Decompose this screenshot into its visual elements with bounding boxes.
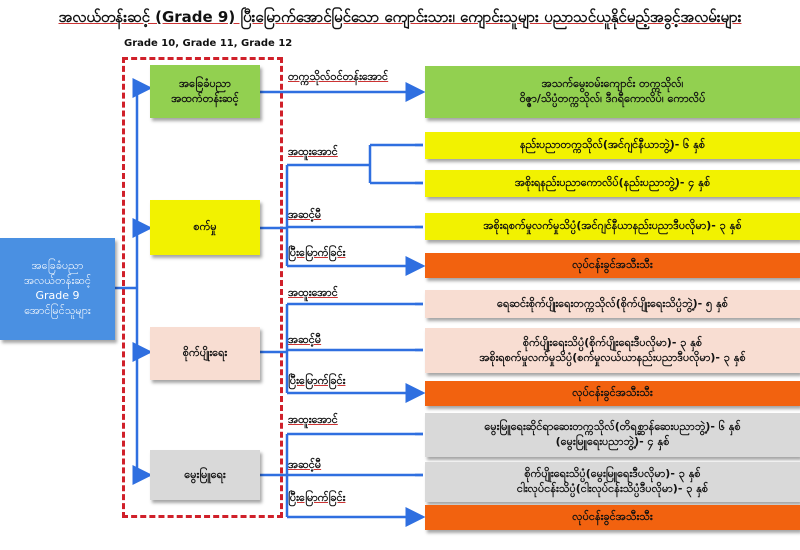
source-line: အလယ်တန်းဆင့် <box>23 274 92 288</box>
source-line: အောင်မြင်သူများ <box>24 303 91 317</box>
livestock-branch <box>260 432 423 519</box>
label-pass: အဆင့်မီ <box>288 333 322 346</box>
outcome-line: (မွေးမြူရေးပညာဘွဲ့)- ၄ နှစ် <box>555 435 670 448</box>
industry-branch <box>260 143 423 268</box>
agriculture-box: စိုက်ပျိုးရေး <box>150 327 260 380</box>
label-pass: အဆင့်မီ <box>288 208 322 221</box>
outcome-universities: အသက်မွေးဝမ်းကျောင်း တက္ကသိုလ်၊ဝိဇ္ဇာ/သိပ… <box>425 66 800 118</box>
outcome-tech-college: အစိုးရနည်းပညာကောလိပ်(နည်းပညာဘွဲ့)- ၄ နှစ… <box>425 170 800 197</box>
outcome-line: အစိုးရစက်မှုလက်မှုသိပ္ပံ(စက်မှုလယ်ယာနည်း… <box>479 350 746 364</box>
outcome-jobs: လုပ်ငန်းခွင်အသီးသီး <box>425 253 800 278</box>
agriculture-branch <box>260 302 423 395</box>
outcome-jobs: လုပ်ငန်းခွင်အသီးသီး <box>425 381 800 406</box>
label-matriculation: တက္ကသိုလ်ဝင်တန်းအောင် <box>288 70 389 83</box>
label-distinction: အထူးအောင် <box>288 286 338 299</box>
outcome-agri-university: ရေဆင်းစိုက်ပျိုးရေးတက္ကသိုလ်(စိုက်ပျိုးရ… <box>425 290 800 318</box>
basic-upper-secondary-box: အခြေခံပညာအထက်တန်းဆင့် <box>150 65 260 118</box>
outcome-vet-university: မွေးမြူရေးဆိုင်ရာဆေးတက္ကသိုလ်(တိရစ္ဆာန်ဆ… <box>425 413 800 457</box>
label-complete: ပြီးမြောက်ခြင်း <box>288 246 346 259</box>
label-distinction: အထူးအောင် <box>288 413 338 426</box>
outcome-line: မွေးမြူရေးဆိုင်ရာဆေးတက္ကသိုလ်(တိရစ္ဆာန်ဆ… <box>484 420 741 434</box>
outcome-livestock-institutes: စိုက်ပျိုးရေးသိပ္ပံ(မွေးမြူရေးဒီပလိုမာ)-… <box>425 462 800 502</box>
outcome-agri-institutes: စိုက်ပျိုးရေးသိပ္ပံ(စိုက်ပျိုးရေးဒီပလိုမ… <box>425 328 800 373</box>
outcome-tech-institute: အစိုးရစက်မှုလက်မှုသိပ္ပံ(အင်ဂျင်နီယာနည်း… <box>425 213 800 240</box>
industry-box: စက်မှု <box>150 200 260 255</box>
outcome-jobs: လုပ်ငန်းခွင်အသီးသီး <box>425 505 800 530</box>
outcome-line: အသက်မွေးဝမ်းကျောင်း တက္ကသိုလ်၊ <box>541 77 684 91</box>
source-line: အခြေခံပညာ <box>31 259 84 273</box>
label-pass: အဆင့်မီ <box>288 458 322 471</box>
outcome-line: စိုက်ပျိုးရေးသိပ္ပံ(စိုက်ပျိုးရေးဒီပလိုမ… <box>522 335 703 349</box>
page-title: အလယ်တန်းဆင့် (Grade 9) ပြီးမြောက်အောင်မြ… <box>58 8 742 26</box>
outcome-tech-university: နည်းပညာတက္ကသိုလ်(အင်ဂျင်နီယာဘွဲ့)- ၆ နှစ… <box>425 132 800 159</box>
label-complete: ပြီးမြောက်ခြင်း <box>288 491 346 504</box>
box-line: အခြေခံပညာ <box>179 76 231 90</box>
source-line: Grade 9 <box>35 289 80 302</box>
outcome-line: ငါးလုပ်ငန်းသိပ္ပံ(ငါးလုပ်ငန်းသိပ္ပံဒီပလိ… <box>516 482 709 495</box>
label-distinction: အထူးအောင် <box>288 145 338 158</box>
grades-label: Grade 10, Grade 11, Grade 12 <box>124 38 293 49</box>
label-complete: ပြီးမြောက်ခြင်း <box>288 374 346 387</box>
livestock-box: မွေးမြူရေး <box>150 450 260 500</box>
box-line: အထက်တန်းဆင့် <box>171 91 239 105</box>
outcome-line: စိုက်ပျိုးရေးသိပ္ပံ(မွေးမြူရေးဒီပလိုမာ)-… <box>524 467 701 481</box>
outcome-line: ဝိဇ္ဇာ/သိပ္ပံတက္ကသိုလ်၊ ဒီဂရီကောလိပ်၊ ကေ… <box>519 92 706 105</box>
